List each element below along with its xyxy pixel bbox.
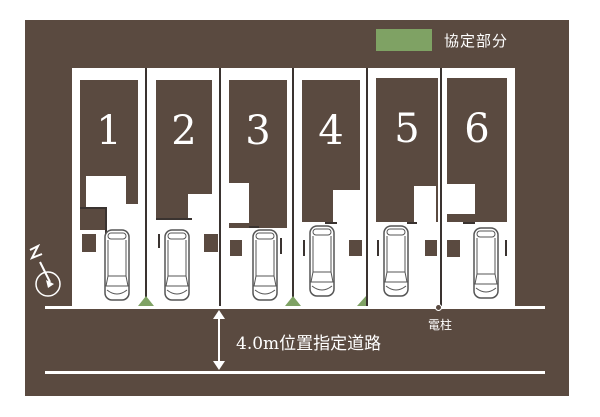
outline: [280, 238, 282, 254]
car-icon: [473, 227, 499, 299]
building-5: 5: [376, 78, 438, 222]
meter-box: [349, 240, 362, 256]
road-edge-south: [45, 371, 545, 374]
outline: [80, 207, 106, 209]
building-6: 6: [447, 78, 507, 222]
lot-divider: [292, 68, 294, 306]
meter-box: [82, 234, 96, 252]
lot-divider: [219, 68, 221, 306]
lot-number: 5: [394, 106, 420, 152]
outline: [377, 240, 379, 256]
road-label: 4.0m位置指定道路: [236, 334, 382, 354]
utility-pole-label: 電柱: [428, 318, 453, 332]
lot-2[interactable]: 2: [146, 68, 220, 306]
lot-3[interactable]: 3: [220, 68, 293, 306]
meter-box: [230, 240, 242, 256]
legend-swatch-agreement-area: [376, 29, 432, 51]
road-width-arrow-icon: [213, 310, 225, 370]
building-notch: [106, 204, 138, 230]
legend-label: 協定部分: [444, 31, 509, 50]
building-notch: [414, 186, 436, 222]
lot-divider: [440, 68, 442, 306]
lot-6[interactable]: 6: [441, 68, 515, 306]
outline: [105, 207, 107, 239]
car-icon: [309, 225, 335, 297]
outline: [303, 240, 305, 256]
road-edge-north: [45, 306, 545, 309]
car-icon: [104, 229, 130, 301]
outline: [156, 218, 192, 220]
lot-number: 2: [171, 108, 197, 154]
building-notch: [333, 190, 360, 224]
building-notch: [229, 183, 249, 223]
building-notch: [86, 176, 126, 208]
outline: [505, 240, 507, 256]
lot-divider: [366, 68, 368, 306]
lot-1[interactable]: 1: [72, 68, 146, 306]
meter-box: [447, 240, 460, 257]
outline: [463, 222, 475, 224]
lot-number: 6: [464, 106, 490, 152]
building-notch: [188, 194, 214, 220]
legend: 協定部分: [376, 29, 509, 51]
lot-number: 3: [245, 108, 271, 154]
building-4: 4: [302, 80, 360, 222]
outline: [249, 226, 259, 228]
utility-pole-icon: [435, 304, 442, 311]
north-compass-icon: [29, 244, 61, 297]
outline: [325, 222, 337, 224]
car-icon: [252, 229, 278, 301]
building-notch: [447, 184, 475, 214]
lot-number: 1: [96, 108, 122, 154]
lot-number: 4: [318, 108, 344, 154]
lot-4[interactable]: 4: [293, 68, 367, 306]
car-icon: [164, 229, 190, 301]
lot-divider: [145, 68, 147, 306]
lot-5[interactable]: 5: [367, 68, 441, 306]
meter-box: [204, 234, 218, 252]
car-icon: [383, 225, 409, 297]
outline: [158, 234, 160, 248]
outline: [407, 222, 417, 224]
meter-box: [425, 240, 437, 256]
